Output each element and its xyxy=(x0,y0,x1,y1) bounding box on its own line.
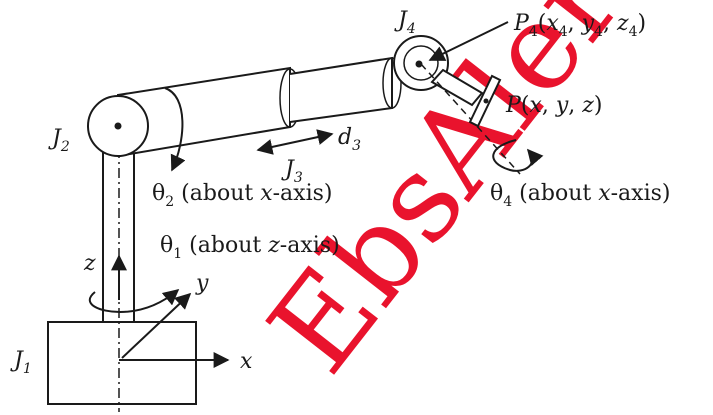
theta1-rotation-arrow xyxy=(88,288,180,314)
label-j4: J4 xyxy=(394,8,416,37)
forearm-end-ring xyxy=(382,57,402,109)
y-axis-arrow xyxy=(121,292,192,359)
label-axis-x: x xyxy=(240,349,253,374)
label-j3: J3 xyxy=(281,157,303,186)
label-axis-z: z xyxy=(83,251,96,276)
wrist-link xyxy=(430,68,484,107)
d3-translation-arrow xyxy=(256,129,334,155)
label-d3: d3 xyxy=(338,125,361,154)
label-j1: J1 xyxy=(10,348,32,377)
end-effector-point xyxy=(483,98,489,104)
forearm-cylinder xyxy=(289,56,393,123)
label-axis-y: y xyxy=(195,271,209,296)
label-theta2: θ2 (about x-axis) xyxy=(152,181,333,210)
theta4-rotation-arrow xyxy=(492,139,544,172)
label-j2: J2 xyxy=(48,126,70,155)
j2-joint-dot xyxy=(114,122,122,130)
base-block xyxy=(47,321,197,405)
label-p: P(x, y, z) xyxy=(505,93,602,118)
label-p4: P4(x4, y4, z4) xyxy=(513,11,646,40)
p4-leader-line xyxy=(428,21,509,61)
label-theta1: θ1 (about z-axis) xyxy=(160,233,340,262)
j4-joint-inner xyxy=(403,45,439,81)
label-theta4: θ4 (about x-axis) xyxy=(490,181,671,210)
j4-joint-dot xyxy=(415,60,423,68)
theta2-rotation-arrow xyxy=(164,87,186,172)
